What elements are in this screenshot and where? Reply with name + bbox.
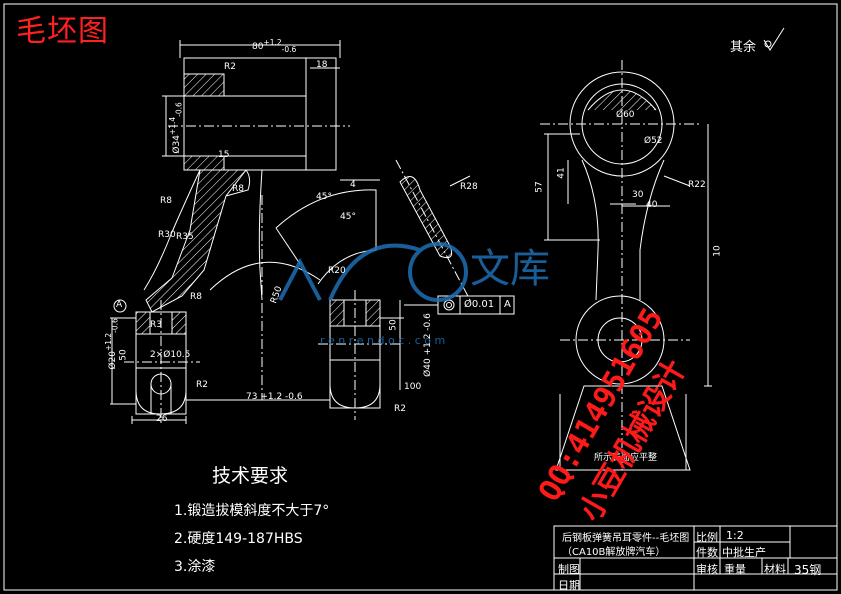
dim-r30: R30 (158, 230, 176, 240)
dim-4: 4 (350, 180, 356, 190)
dim-r8: R8 (160, 196, 172, 206)
base-flatness-note: 所示表面应平整 (594, 453, 658, 463)
part-name-line2: （CA10B解放牌汽车） (562, 547, 666, 558)
right-lug (305, 57, 337, 171)
dim-d34: Ø34+1.4-0.6 (167, 102, 184, 154)
top-boss-hatch-upper (183, 73, 225, 97)
dim-d20: Ø20+1.2-0.6 (103, 318, 120, 370)
material-value: 35钢 (794, 563, 822, 577)
dim-41: 41 (556, 167, 567, 179)
quantity-label: 件数 (696, 546, 718, 559)
dim-r8-lower: R8 (232, 184, 244, 194)
right-rib (275, 189, 377, 285)
datum-a-label: A (116, 300, 123, 310)
dim-57: 57 (534, 181, 545, 193)
dim-26: 26 (156, 414, 168, 424)
concentricity-icon (443, 299, 455, 311)
dim-hole-10: 2×Ø10.5 (150, 350, 191, 360)
title-block (553, 525, 838, 591)
dim-d52: Ø52 (644, 136, 663, 146)
roughness-symbol-icon (763, 27, 785, 51)
scale-value: 1:2 (726, 529, 744, 542)
dim-d60: Ø60 (616, 110, 635, 120)
base-flange (555, 385, 691, 471)
dim-50: 50 (388, 319, 399, 331)
dim-r8-section: R8 (190, 292, 202, 302)
dim-r22: R22 (688, 180, 706, 190)
dim-r-small: R2 (196, 380, 208, 390)
scale-label: 比例 (696, 531, 718, 544)
position-tolerance-frame (404, 295, 515, 315)
tech-requirement-1: 1.锻造拔模斜度不大于7° (174, 503, 330, 519)
part-name-line1: 后钢板弹簧吊耳零件--毛坯图 (562, 533, 690, 544)
shank-left (581, 159, 599, 301)
quantity-value: 中批生产 (722, 546, 766, 559)
weight-label: 重量 (724, 563, 746, 576)
dim-r3: R3 (150, 320, 162, 330)
date-label: 日期 (558, 579, 580, 592)
dim-10: 10 (712, 245, 723, 257)
dim-top-width-text: 80+1.2-0.6 (252, 38, 297, 54)
dim-r28-section: R28 (460, 182, 478, 192)
dim-45-b: 45° (340, 212, 356, 222)
dim-r2: R2 (224, 62, 236, 72)
arm-left-edge (143, 169, 201, 291)
tech-requirements-title: 技术要求 (212, 465, 289, 487)
datum-a-marker-icon (113, 299, 127, 313)
drawn-label: 制图 (558, 563, 580, 576)
elevation-view (540, 60, 712, 471)
dim-15: 15 (218, 150, 230, 160)
dim-40: 40 (646, 200, 658, 210)
dim-boss-18: 18 (316, 60, 328, 70)
dim-r2-lower: R2 (394, 404, 406, 414)
shank-right (639, 159, 665, 300)
tech-requirement-3: 3.涂漆 (174, 559, 216, 575)
watermark-brand: 文库 (470, 246, 550, 292)
surface-roughness-note: 其余 (730, 40, 757, 55)
check-label: 审核 (696, 563, 718, 576)
dim-left-50: 50 (118, 349, 129, 361)
dim-r35: R35 (176, 232, 194, 242)
tech-requirement-2: 2.硬度149-187HBS (174, 531, 303, 547)
dim-r20: R20 (328, 266, 346, 276)
dim-45-a: 45° (316, 192, 332, 202)
drawing-title: 毛坯图 (16, 14, 109, 49)
dim-30: 30 (632, 190, 644, 200)
watermark-site: r e n r e n d o c . c o m (320, 334, 446, 347)
dim-73: 73 +1.2 -0.6 (246, 392, 303, 402)
arm-web-hatch (145, 169, 248, 313)
watermark-logo-icon (278, 242, 468, 302)
web-center (258, 169, 263, 301)
tolerance-value: Ø0.01 (464, 299, 495, 310)
dim-100: 100 (404, 382, 422, 392)
material-label: 材料 (764, 563, 786, 576)
tolerance-datum: A (504, 299, 511, 310)
sheet-border (3, 3, 838, 591)
